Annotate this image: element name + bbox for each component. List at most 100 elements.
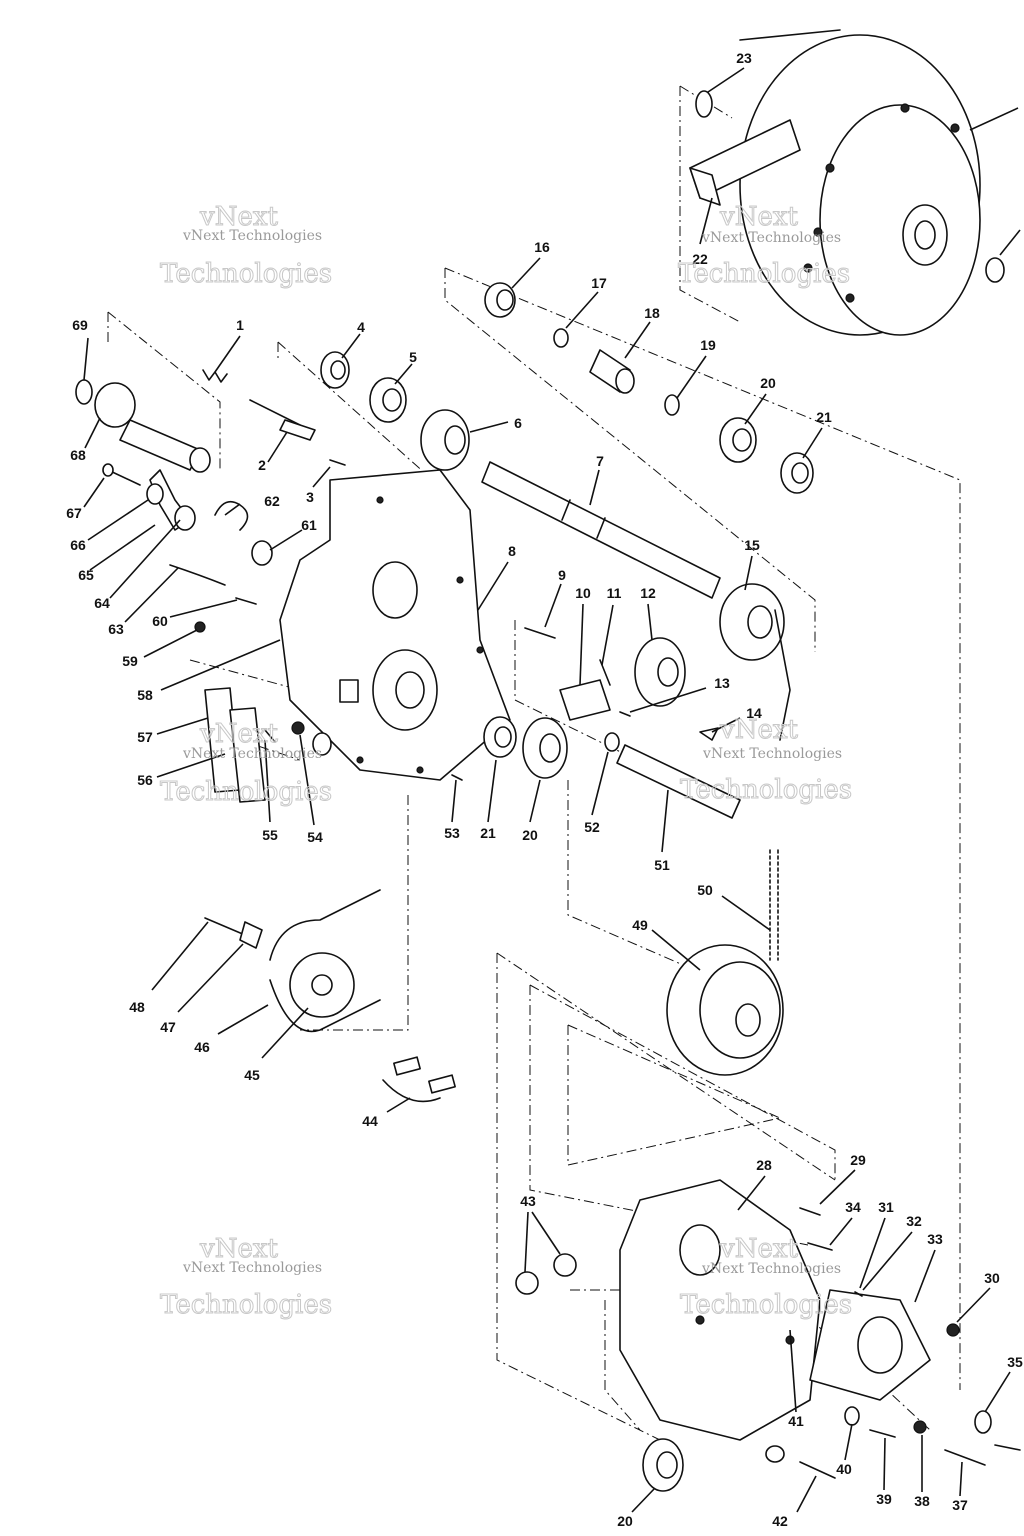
watermark-small: vNext Technologies xyxy=(701,1261,841,1277)
part-label-50: 50 xyxy=(697,882,713,898)
part-label-5: 5 xyxy=(409,349,417,365)
part-label-20-c: 20 xyxy=(617,1513,633,1529)
watermark-large-bottom: Technologies xyxy=(680,775,852,805)
part-label-21: 21 xyxy=(816,409,832,425)
part-label-4: 4 xyxy=(357,319,365,335)
part-label-13: 13 xyxy=(714,675,730,691)
part-label-3: 3 xyxy=(306,489,314,505)
part-label-47: 47 xyxy=(160,1019,176,1035)
part-label-28: 28 xyxy=(756,1157,772,1173)
chain-46 xyxy=(269,889,381,1033)
washer-35 xyxy=(974,1410,992,1434)
part-label-51: 51 xyxy=(654,857,670,873)
nut-38 xyxy=(913,1420,927,1434)
bolt-3 xyxy=(329,459,346,466)
bearing-21-mid xyxy=(483,716,517,758)
clip-19 xyxy=(664,394,680,416)
part-label-56: 56 xyxy=(137,772,153,788)
part-label-9: 9 xyxy=(558,567,566,583)
part-label-32: 32 xyxy=(906,1213,922,1229)
part-label-53: 53 xyxy=(444,825,460,841)
part-label-59: 59 xyxy=(122,653,138,669)
part-label-23: 23 xyxy=(736,50,752,66)
chain-link-44 xyxy=(382,1056,456,1103)
bearing-20-top xyxy=(719,417,757,463)
plates-56-57 xyxy=(204,687,266,803)
part-label-40: 40 xyxy=(836,1461,852,1477)
part-label-67: 67 xyxy=(66,505,82,521)
part-label-16: 16 xyxy=(534,239,550,255)
washer-69 xyxy=(75,379,93,405)
watermark-mid-left: vNext vNext Technologies Technologies xyxy=(160,719,333,808)
part-label-38: 38 xyxy=(914,1493,930,1509)
bolt-29 xyxy=(799,1207,821,1216)
watermark-small: vNext Technologies xyxy=(182,228,322,244)
washer-23 xyxy=(695,90,713,118)
leader-lines xyxy=(83,67,1021,1513)
washer-right xyxy=(985,257,1005,283)
watermark-large-top: vNext xyxy=(199,1234,278,1264)
washer-40 xyxy=(844,1406,860,1426)
part-label-17: 17 xyxy=(591,275,607,291)
part-label-62: 62 xyxy=(264,493,280,509)
watermark-large-bottom: Technologies xyxy=(160,1290,332,1320)
bolt-55 xyxy=(264,729,276,743)
part-label-35: 35 xyxy=(1007,1354,1023,1370)
part-label-20-b: 20 xyxy=(522,827,538,843)
watermark-bottom-right: vNext vNext Technologies Technologies xyxy=(680,1234,853,1321)
washer-near-54 xyxy=(312,732,332,756)
watermark-large-bottom: Technologies xyxy=(160,259,332,289)
clutch-pulley xyxy=(689,29,981,336)
part-label-54: 54 xyxy=(307,829,323,845)
part-label-44: 44 xyxy=(362,1113,378,1129)
watermark-top-right: vNext vNext Technologies Technologies xyxy=(678,202,851,290)
part-label-2: 2 xyxy=(258,457,266,473)
part-label-31: 31 xyxy=(878,1199,894,1215)
bolt-67-washer-65-66 xyxy=(102,463,164,505)
part-label-52: 52 xyxy=(584,819,600,835)
part-label-22: 22 xyxy=(692,251,708,267)
fittings-43 xyxy=(515,1253,577,1295)
part-label-58: 58 xyxy=(137,687,153,703)
lever-arm-64-68 xyxy=(94,382,211,531)
gear-49 xyxy=(666,944,784,1076)
watermark-large-top: vNext xyxy=(719,1234,798,1264)
spacer-18 xyxy=(589,349,635,394)
gear-15 xyxy=(719,583,791,741)
part-label-39: 39 xyxy=(876,1491,892,1507)
nut-59 xyxy=(194,621,206,633)
part-label-19: 19 xyxy=(700,337,716,353)
part-label-60: 60 xyxy=(152,613,168,629)
bearing-5 xyxy=(369,377,407,423)
part-labels: 1 2 3 4 5 6 7 8 9 10 11 12 13 14 15 16 1… xyxy=(66,50,1023,1529)
watermark-bottom-left: vNext vNext Technologies Technologies xyxy=(160,1234,333,1321)
bolt-39 xyxy=(869,1429,896,1438)
part-label-1: 1 xyxy=(236,317,244,333)
seal-21-top xyxy=(780,452,814,494)
cap-30 xyxy=(946,1323,960,1337)
shaft-51 xyxy=(616,744,741,819)
watermark-large-top: vNext xyxy=(199,719,278,749)
part-label-29: 29 xyxy=(850,1152,866,1168)
watermark-small: vNext Technologies xyxy=(701,230,841,246)
pin-60 xyxy=(235,597,257,605)
watermark-top-left: vNext vNext Technologies Technologies xyxy=(160,202,333,290)
bearing-20-mid xyxy=(522,717,568,779)
part-label-11: 11 xyxy=(607,585,622,601)
watermark-large-top: vNext xyxy=(719,715,798,745)
ring-52 xyxy=(604,732,620,752)
bolt-37 xyxy=(944,1449,986,1466)
part-label-43: 43 xyxy=(520,1193,536,1209)
plate-33 xyxy=(809,1289,931,1401)
part-label-12: 12 xyxy=(640,585,656,601)
part-label-66: 66 xyxy=(70,537,86,553)
watermark-small: vNext Technologies xyxy=(182,746,322,762)
part-label-45: 45 xyxy=(244,1067,260,1083)
bolt-right xyxy=(994,1444,1021,1451)
washer-17 xyxy=(553,328,569,348)
chain-50 xyxy=(769,849,779,961)
nut-54 xyxy=(291,721,305,735)
part-label-46: 46 xyxy=(194,1039,210,1055)
